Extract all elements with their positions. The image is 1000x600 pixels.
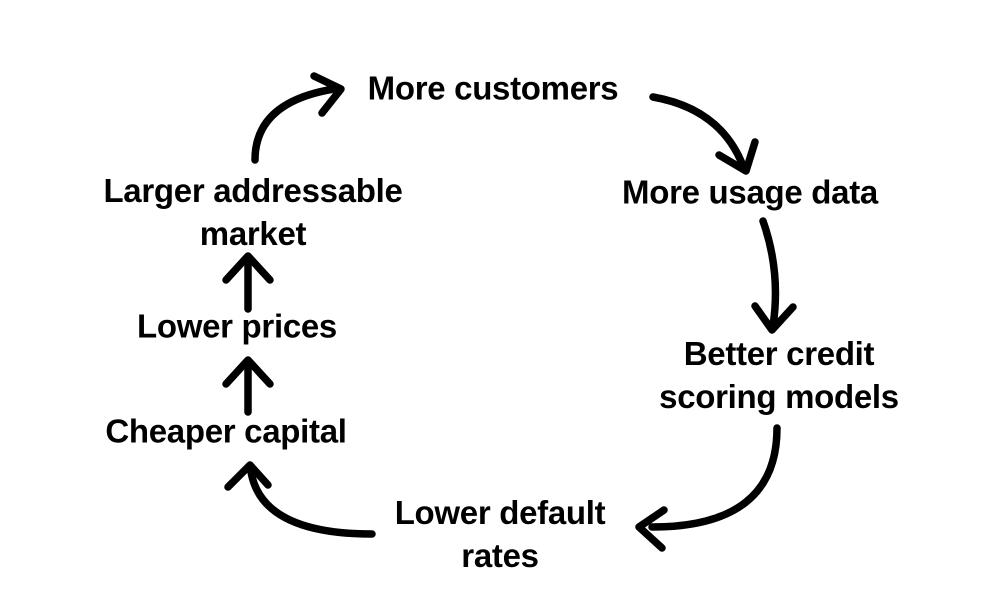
node-more-usage-data: More usage data <box>622 173 878 211</box>
arrow-capital-to-prices-icon <box>222 356 274 416</box>
arrow-default-to-capital-icon <box>224 461 376 538</box>
arrow-prices-to-market-icon <box>222 252 274 313</box>
node-better-credit-scoring-models: Better credit scoring models <box>659 335 899 415</box>
node-cheaper-capital: Cheaper capital <box>105 412 347 450</box>
node-lower-default-rates: Lower default rates <box>394 494 606 574</box>
arrow-scoring-to-default-icon <box>635 424 781 552</box>
node-more-customers: More customers <box>367 69 619 107</box>
node-lower-prices: Lower prices <box>137 307 337 345</box>
arrow-market-to-customers-icon <box>251 72 345 164</box>
node-larger-addressable-market: Larger addressable market <box>103 172 403 252</box>
arrow-usage-to-scoring-icon <box>751 217 797 334</box>
arrow-customers-to-usage-icon <box>649 93 759 175</box>
